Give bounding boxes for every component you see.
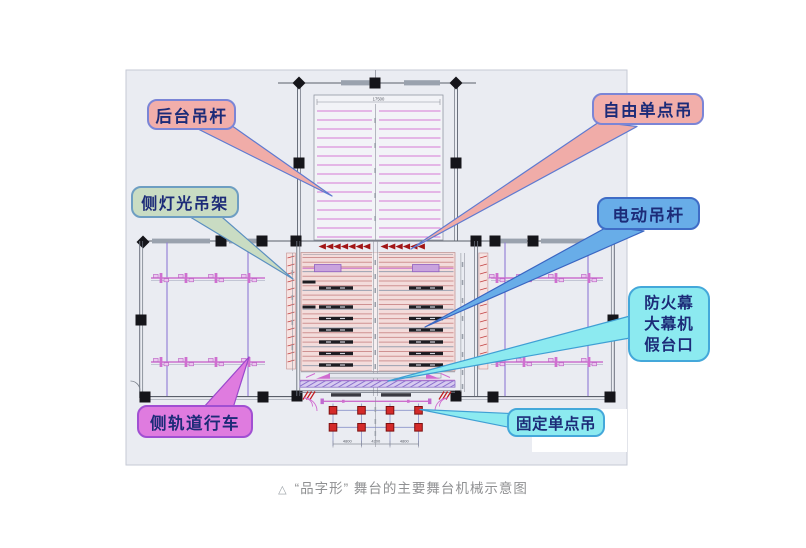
- dim-label-rear-width: 17500: [373, 97, 385, 102]
- label-fixed-single-point-hoist-text: 固定单点吊: [515, 415, 596, 433]
- dimension-chains: [291, 241, 465, 396]
- dim-label-apron-3: 4800: [400, 439, 410, 444]
- right-side-stage: [486, 242, 603, 396]
- fire-curtain-band: [299, 379, 456, 388]
- label-fire-curtain-line-3: 假台口: [644, 336, 694, 354]
- left-track-upper: [150, 272, 265, 284]
- electric-batten-marker-left: [314, 264, 342, 273]
- label-side-track-trolley-text: 侧轨道行车: [150, 414, 240, 433]
- electric-batten-marker-right: [412, 264, 440, 273]
- side-lighting-strip-right: [478, 252, 489, 370]
- label-side-lighting-rig: 侧灯光吊架: [131, 186, 239, 218]
- right-track-lower: [486, 356, 603, 368]
- label-backstage-batten: 后台吊杆: [147, 99, 236, 130]
- rear-stage-width-dimension: 17500: [316, 97, 441, 105]
- label-free-single-point-hoist-text: 自由单点吊: [603, 102, 693, 120]
- label-fire-curtain-line-2: 大幕机: [644, 315, 694, 333]
- dim-label-apron-2: 4200: [371, 439, 381, 444]
- apron: 4800 4200 4800: [303, 397, 449, 448]
- label-fire-curtain-group: 防火幕 大幕机 假台口: [628, 286, 710, 362]
- label-side-lighting-rig-text: 侧灯光吊架: [141, 196, 229, 213]
- label-electric-batten: 电动吊杆: [597, 197, 700, 230]
- dim-label-apron-1: 4800: [343, 439, 353, 444]
- rear-stage: 17500: [278, 70, 476, 241]
- middle-band-walls: [130, 235, 619, 403]
- label-side-track-trolley: 侧轨道行车: [137, 405, 253, 438]
- apron-stair-arcs: [303, 397, 449, 412]
- caption-text: “品字形” 舞台的主要舞台机械示意图: [294, 481, 528, 496]
- caption: △ “品字形” 舞台的主要舞台机械示意图: [0, 477, 806, 497]
- label-free-single-point-hoist: 自由单点吊: [592, 93, 704, 125]
- rear-dim-chain-marks: [374, 118, 376, 221]
- batten-machinery-bars: [302, 280, 443, 367]
- label-electric-batten-text: 电动吊杆: [612, 206, 685, 225]
- caption-marker: △: [278, 484, 288, 496]
- label-fire-curtain-line-1: 防火幕: [644, 294, 694, 312]
- side-lighting-strip-left: [286, 252, 296, 370]
- label-backstage-batten-text: 后台吊杆: [155, 107, 228, 126]
- proscenium: [300, 390, 455, 400]
- main-stage: [286, 241, 489, 400]
- label-fixed-single-point-hoist: 固定单点吊: [507, 408, 605, 437]
